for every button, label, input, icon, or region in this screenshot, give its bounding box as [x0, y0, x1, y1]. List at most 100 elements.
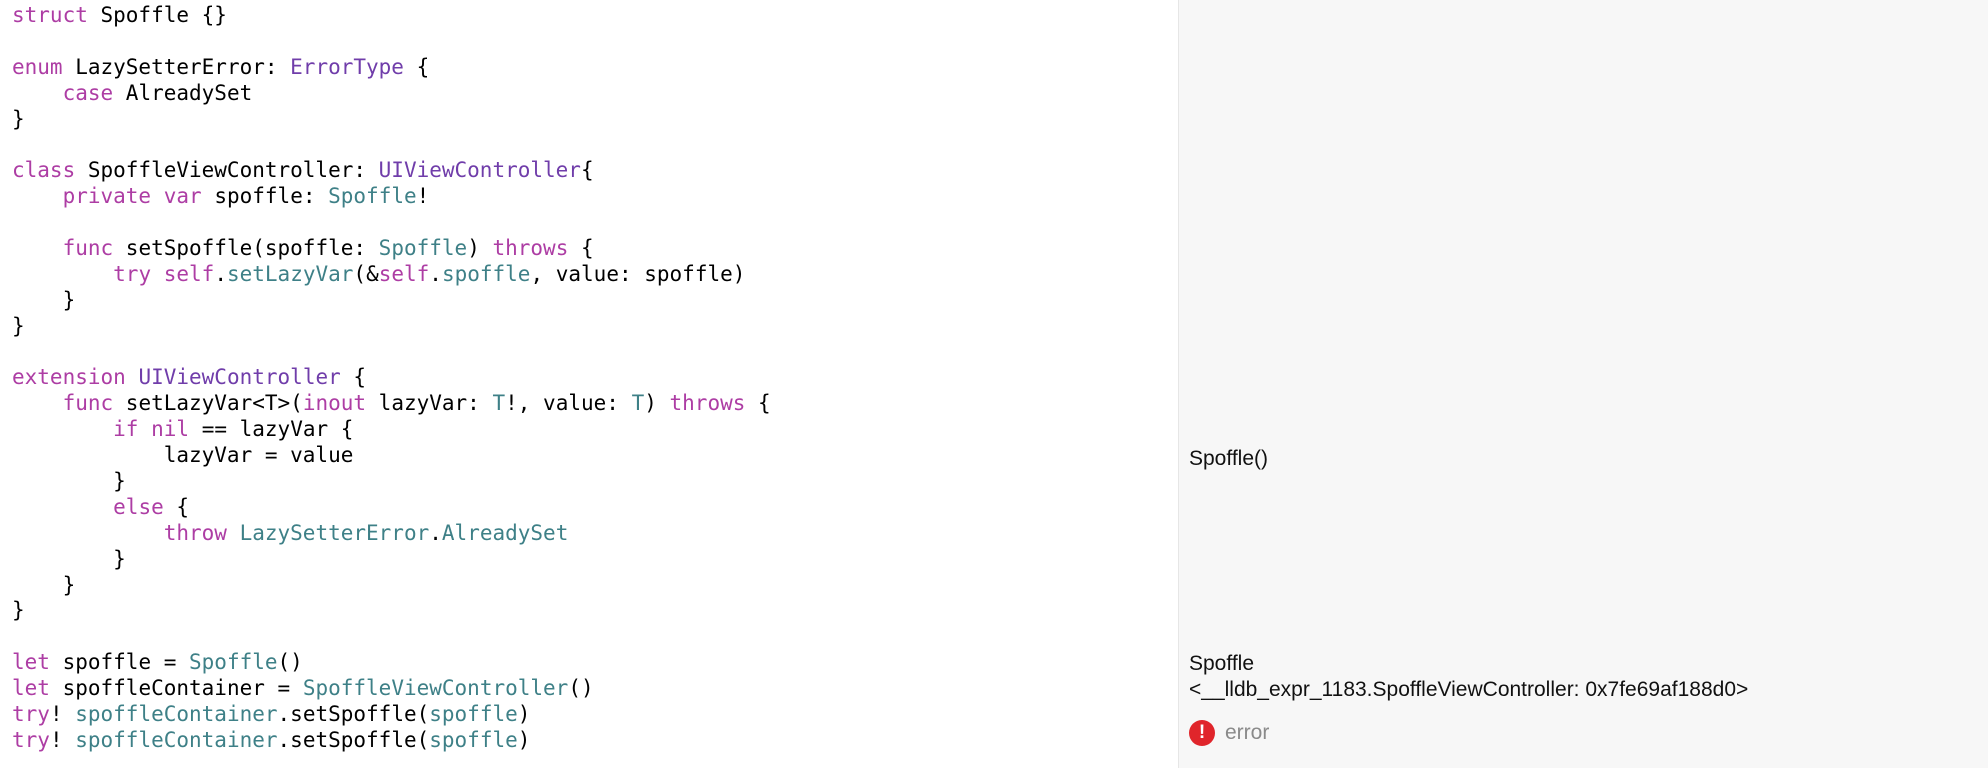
code-token: if [113, 417, 139, 442]
code-token: } [12, 287, 76, 312]
code-token [12, 495, 113, 519]
code-token: ! [416, 184, 430, 209]
code-line[interactable]: func setSpoffle(spoffle: Spoffle) throws… [12, 236, 771, 262]
code-token [12, 236, 63, 260]
code-token: spoffle [429, 727, 518, 752]
code-line[interactable]: try! spoffleContainer.setSpoffle(spoffle… [12, 702, 771, 728]
code-token: LazySetterError: [62, 54, 291, 79]
code-token: Spoffle {} [87, 3, 227, 27]
code-line[interactable]: private var spoffle: Spoffle! [12, 184, 771, 210]
code-token: ) [467, 236, 493, 261]
code-line[interactable]: case AlreadySet [12, 81, 771, 107]
code-token: Spoffle [189, 650, 278, 675]
code-token: self [378, 261, 430, 286]
code-token [151, 262, 164, 286]
code-line[interactable]: } [12, 469, 771, 495]
code-token [126, 365, 139, 389]
code-text[interactable]: struct Spoffle {} enum LazySetterError: E… [12, 3, 771, 754]
result-error[interactable]: ! error [1189, 720, 1269, 746]
code-token: { [163, 494, 190, 519]
code-token: .setSpoffle( [277, 727, 430, 752]
code-line[interactable]: if nil == lazyVar { [12, 417, 771, 443]
code-token: == lazyVar { [189, 417, 354, 442]
code-line[interactable]: struct Spoffle {} [12, 3, 771, 29]
code-token: ErrorType [290, 54, 404, 79]
code-editor[interactable]: struct Spoffle {} enum LazySetterError: E… [0, 0, 1178, 768]
code-token: nil [151, 417, 190, 442]
code-token: var [163, 184, 202, 209]
code-token: ) [644, 391, 670, 416]
code-token: let [12, 676, 50, 701]
code-line[interactable]: let spoffleContainer = SpoffleViewContro… [12, 676, 771, 702]
code-line[interactable]: } [12, 573, 771, 599]
result-spoffle[interactable]: Spoffle [1189, 652, 1254, 675]
code-token: SpoffleViewController: [75, 158, 379, 183]
code-line[interactable]: func setLazyVar<T>(inout lazyVar: T!, va… [12, 391, 771, 417]
code-line[interactable]: } [12, 547, 771, 573]
code-line[interactable] [12, 132, 771, 158]
code-token: { [403, 54, 430, 79]
code-token: throws [669, 391, 746, 416]
code-token: . [214, 261, 227, 286]
code-token: throws [492, 236, 569, 261]
code-line[interactable] [12, 340, 771, 366]
code-token: .setSpoffle( [277, 702, 430, 727]
code-token: spoffleContainer [75, 727, 278, 752]
code-token [227, 521, 240, 545]
code-token: ) [517, 702, 531, 727]
code-line[interactable]: } [12, 107, 771, 133]
code-token: case [62, 80, 114, 105]
code-token: } [12, 598, 25, 623]
code-token: let [12, 650, 50, 675]
code-token: struct [12, 3, 88, 27]
code-token [12, 417, 113, 441]
code-token: setLazyVar<T>( [113, 391, 303, 416]
code-line[interactable]: let spoffle = Spoffle() [12, 650, 771, 676]
code-line[interactable]: } [12, 314, 771, 340]
code-token: { [580, 158, 594, 183]
result-spoffle-init[interactable]: Spoffle() [1189, 447, 1268, 470]
code-token: T [631, 391, 645, 416]
code-token: Spoffle [378, 236, 468, 261]
result-spoffle-container[interactable]: <__lldb_expr_1183.SpoffleViewController:… [1189, 678, 1749, 701]
code-token: { [745, 391, 771, 416]
code-line[interactable]: enum LazySetterError: ErrorType { [12, 55, 771, 81]
code-line[interactable]: } [12, 598, 771, 624]
code-token: enum [12, 54, 63, 79]
code-line[interactable]: try self.setLazyVar(&self.spoffle, value… [12, 262, 771, 288]
code-line[interactable]: else { [12, 495, 771, 521]
code-token: Spoffle [328, 184, 417, 209]
code-token: LazySetterError [239, 520, 430, 545]
code-token: throw [163, 520, 227, 545]
code-line[interactable] [12, 210, 771, 236]
code-token: AlreadySet [441, 520, 569, 545]
code-token: try [12, 727, 50, 752]
code-line[interactable] [12, 624, 771, 650]
code-line[interactable]: } [12, 288, 771, 314]
code-token [12, 391, 63, 415]
code-token: UIViewController [378, 158, 581, 183]
code-token: spoffle = [49, 650, 190, 675]
code-token: lazyVar = value [12, 443, 354, 468]
code-token: setSpoffle(spoffle: [113, 236, 379, 261]
code-token [151, 184, 164, 208]
error-label: error [1225, 721, 1270, 744]
code-line[interactable]: throw LazySetterError.AlreadySet [12, 521, 771, 547]
results-sidebar: Spoffle() Spoffle <__lldb_expr_1183.Spof… [1178, 0, 1988, 768]
code-token [138, 417, 151, 441]
code-token: T [492, 391, 506, 416]
code-line[interactable]: lazyVar = value [12, 443, 771, 469]
code-token: try [12, 702, 50, 727]
code-token: spoffle: [201, 184, 329, 209]
code-line[interactable]: extension UIViewController { [12, 365, 771, 391]
code-line[interactable] [12, 29, 771, 55]
code-line[interactable]: class SpoffleViewController: UIViewContr… [12, 158, 771, 184]
code-token: class [12, 158, 76, 183]
code-token: , value: spoffle) [530, 261, 746, 286]
code-token: } [12, 469, 126, 494]
code-line[interactable]: try! spoffleContainer.setSpoffle(spoffle… [12, 728, 771, 754]
code-token: UIViewController [138, 365, 341, 390]
code-token: } [12, 546, 126, 571]
code-token: spoffleContainer [75, 702, 278, 727]
code-token [12, 81, 63, 105]
